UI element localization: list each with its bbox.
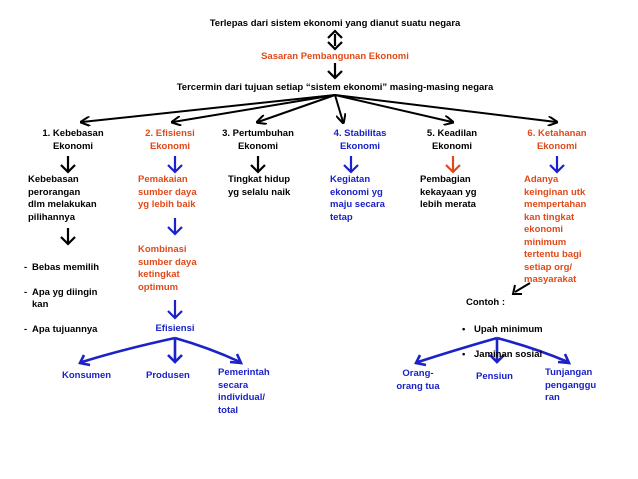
fan-lines [82, 94, 556, 122]
col1-arrow-2 [60, 228, 76, 246]
tercermin-statement: Tercermin dari tujuan setiap “sistem eko… [176, 82, 494, 93]
list-item: •Jaminan sosial [462, 348, 543, 360]
col3-arrow [250, 156, 266, 174]
contoh-title: Contoh : [466, 297, 506, 308]
efisiensi-result: Efisiensi [155, 323, 195, 334]
col6-arrow [549, 156, 565, 174]
down-arrow-sasaran [327, 63, 343, 80]
contoh-list: •Upah minimum •Jaminan sosial [462, 311, 592, 374]
col5-arrow [445, 156, 461, 174]
branch-produsen: Produsen [146, 370, 190, 381]
col6-desc: Adanya keinginan utk mempertahan kan tin… [524, 174, 587, 285]
col2-sub: Kombinasi sumber daya ketingkat optimum [138, 244, 197, 293]
branch-pensiun: Pensiun [476, 371, 513, 382]
col4-desc: Kegiatan ekonomi yg maju secara tetap [330, 174, 385, 223]
col1-title: 1. Kebebasan Ekonomi [42, 128, 104, 152]
col2-arrow-2 [167, 218, 183, 236]
branch-konsumen: Konsumen [62, 370, 112, 381]
col2-arrow-3 [167, 300, 183, 320]
col3-desc: Tingkat hidup yg selalu naik [228, 174, 291, 198]
branch-pemerintah: Pemerintah secara individual/ total [218, 367, 270, 416]
col6-title: 6. Ketahanan Ekonomi [527, 128, 587, 152]
efisiensi-branches [78, 336, 244, 367]
branch-tunjangan: Tunjangan penganggu ran [545, 367, 597, 403]
list-item: -Apa tujuannya [24, 324, 98, 335]
col4-title: 4. Stabilitas Ekonomi [333, 128, 387, 152]
col1-desc: Kebebasan perorangan dlm melakukan pilih… [28, 174, 97, 223]
col6-curve-arrow [511, 282, 531, 295]
col1-arrow-1 [60, 156, 76, 174]
list-item: -Apa yg diingin kan [24, 286, 98, 311]
top-statement: Terlepas dari sistem ekonomi yang dianut… [209, 18, 461, 29]
col5-title: 5. Keadilan Ekonomi [426, 128, 478, 152]
list-item: -Bebas memilih [24, 261, 100, 273]
col2-arrow-1 [167, 156, 183, 174]
sasaran-title: Sasaran Pembangunan Ekonomi [261, 51, 409, 62]
list-item: •Upah minimum [462, 323, 543, 335]
col5-desc: Pembagian kekayaan yg lebih merata [420, 174, 477, 210]
col4-arrow [343, 156, 359, 174]
col2-desc: Pemakaian sumber daya yg lebih baik [138, 174, 197, 210]
contoh-branches [414, 336, 572, 367]
col1-list: -Bebas memilih -Apa yg diingin kan -Apa … [24, 249, 134, 349]
branch-orang-tua: Orang- orang tua [396, 368, 440, 392]
col3-title: 3. Pertumbuhan Ekonomi [222, 128, 294, 152]
top-double-arrow [327, 29, 343, 51]
col2-title: 2. Efisiensi Ekonomi [145, 128, 195, 152]
